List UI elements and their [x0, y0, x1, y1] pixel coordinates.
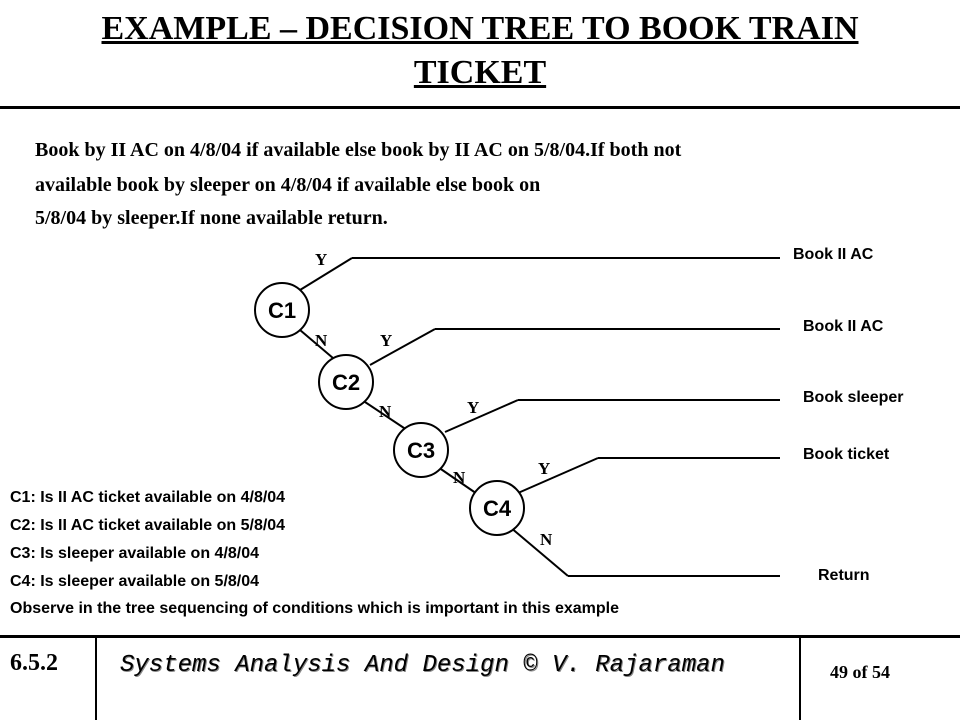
intro-line-1: Book by II AC on 4/8/04 if available els…: [35, 139, 682, 161]
footer-divider: [0, 635, 960, 638]
node-c2: C2: [318, 354, 374, 410]
section-number: 6.5.2: [10, 650, 58, 676]
legend-c4: C4: Is sleeper available on 5/8/04: [10, 573, 260, 590]
page-title-line-1: EXAMPLE – DECISION TREE TO BOOK TRAIN: [101, 10, 859, 47]
intro-line-3: 5/8/04 by sleeper.If none available retu…: [35, 207, 388, 229]
node-c3-label: C3: [407, 438, 435, 463]
branch-label-c4-yes: Y: [538, 459, 550, 478]
branch-label-c4-no: N: [540, 530, 553, 549]
branch-label-c1-no: N: [315, 331, 328, 350]
edge-c3-yes: [444, 399, 519, 433]
footer-separator-right: [799, 638, 801, 720]
outcome-label-3: Book sleeper: [803, 389, 903, 406]
edge-c2-yes: [369, 328, 436, 366]
outcome-label-2: Book II AC: [803, 318, 884, 335]
page-number: 49 of 54: [830, 662, 890, 682]
course-footer: Systems Analysis And Design © V. Rajaram…: [120, 652, 725, 679]
edge-c1-yes: [299, 257, 353, 291]
branch-label-c3-no: N: [453, 468, 466, 487]
branch-label-c2-yes: Y: [380, 331, 392, 350]
outcome-label-1: Book II AC: [793, 246, 874, 263]
edge-c2-no: [361, 399, 411, 433]
node-c4-label: C4: [483, 496, 512, 521]
node-c2-label: C2: [332, 370, 360, 395]
legend-c3: C3: Is sleeper available on 4/8/04: [10, 545, 260, 562]
legend-c2: C2: Is II AC ticket available on 5/8/04: [10, 517, 286, 534]
branch-label-c3-yes: Y: [467, 398, 479, 417]
node-c3: C3: [393, 422, 449, 478]
page-title-line-2: TICKET: [413, 54, 547, 91]
legend-note: Observe in the tree sequencing of condit…: [10, 600, 619, 617]
branch-label-c1-yes: Y: [315, 250, 327, 269]
outcome-label-4: Book ticket: [803, 446, 890, 463]
legend-c1: C1: Is II AC ticket available on 4/8/04: [10, 489, 286, 506]
edge-c4-yes: [517, 457, 599, 494]
branch-label-c2-no: N: [379, 402, 392, 421]
top-divider: [0, 106, 960, 109]
intro-line-2: available book by sleeper on 4/8/04 if a…: [35, 174, 541, 196]
footer-separator-left: [95, 638, 97, 720]
node-c1: C1: [254, 282, 310, 338]
node-c4: C4: [469, 480, 525, 536]
outcome-label-5: Return: [818, 567, 870, 584]
node-c1-label: C1: [268, 298, 296, 323]
edge-c4-no: [509, 526, 569, 577]
